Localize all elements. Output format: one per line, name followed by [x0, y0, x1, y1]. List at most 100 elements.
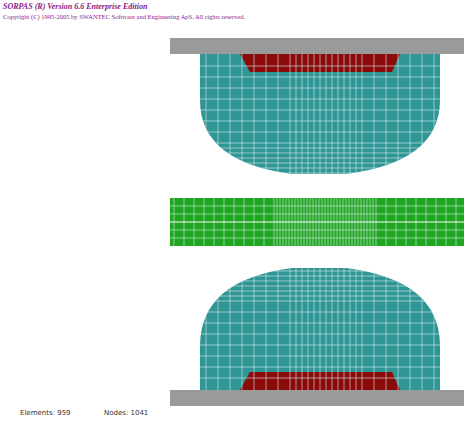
mesh-line: [170, 173, 464, 174]
mesh: [170, 198, 464, 246]
mesh-line: [304, 198, 305, 246]
mesh-line: [322, 198, 323, 246]
mesh-line: [277, 198, 278, 246]
mesh-line: [325, 198, 326, 246]
mesh-line: [326, 266, 327, 390]
mesh: [170, 266, 464, 390]
mesh-line: [170, 132, 464, 133]
mesh-line: [313, 198, 314, 246]
mesh-line: [170, 148, 464, 149]
mesh-line: [170, 312, 464, 313]
mesh-line: [298, 198, 299, 246]
mesh-line: [170, 143, 464, 144]
mesh-line: [374, 266, 375, 390]
mesh-line: [230, 266, 231, 390]
mesh-line: [170, 276, 464, 277]
mesh-line: [218, 266, 219, 390]
mesh-line: [170, 163, 464, 164]
mesh-line: [170, 271, 464, 272]
mesh-line: [352, 198, 353, 246]
mesh-line: [242, 266, 243, 390]
mesh-line: [184, 198, 185, 246]
mesh-line: [364, 198, 365, 246]
title: SORPAS (R) Version 6.6 Enterprise Editio…: [3, 3, 147, 12]
mesh-line: [170, 110, 464, 111]
mesh-line: [376, 198, 377, 246]
mesh-line: [234, 198, 235, 246]
mesh-line: [254, 266, 255, 390]
mesh-line: [302, 266, 303, 390]
mesh-line: [343, 198, 344, 246]
mesh-line: [386, 198, 387, 246]
mesh-line: [170, 99, 464, 100]
mesh-line: [170, 238, 464, 239]
mesh-line: [224, 198, 225, 246]
mesh-line: [194, 198, 195, 246]
mesh-line: [334, 198, 335, 246]
mesh-line: [434, 54, 435, 176]
mesh-line: [456, 198, 457, 246]
mesh-line: [410, 54, 411, 176]
mesh-line: [206, 54, 207, 176]
mesh-line: [367, 198, 368, 246]
mesh-line: [170, 88, 464, 89]
mesh-line: [206, 266, 207, 390]
mesh-line: [416, 198, 417, 246]
mesh-line: [308, 266, 309, 390]
mesh-line: [170, 66, 464, 67]
mesh-line: [344, 266, 345, 390]
mesh-line: [170, 334, 464, 335]
mesh-line: [170, 301, 464, 302]
mesh-line: [358, 198, 359, 246]
mesh-line: [230, 54, 231, 176]
mesh-line: [254, 198, 255, 246]
mesh-line: [283, 198, 284, 246]
mesh-line: [361, 198, 362, 246]
mesh-line: [396, 198, 397, 246]
mesh-line: [266, 266, 267, 390]
mesh-line: [286, 198, 287, 246]
mesh-line: [349, 198, 350, 246]
mesh-line: [350, 266, 351, 390]
mesh-line: [170, 206, 464, 207]
mesh-line: [170, 214, 464, 215]
mesh-line: [170, 281, 464, 282]
mesh-line: [170, 230, 464, 231]
mesh-line: [301, 198, 302, 246]
element-count: Elements: 959: [20, 410, 71, 418]
mesh-line: [362, 266, 363, 390]
mesh-line: [170, 323, 464, 324]
mesh-line: [280, 198, 281, 246]
mesh-line: [446, 198, 447, 246]
mesh-line: [307, 198, 308, 246]
mesh-line: [170, 296, 464, 297]
mesh-line: [340, 198, 341, 246]
mesh-line: [332, 266, 333, 390]
mesh-line: [355, 198, 356, 246]
mesh-line: [338, 266, 339, 390]
mesh-line: [386, 266, 387, 390]
mesh-line: [434, 266, 435, 390]
mesh-line: [422, 266, 423, 390]
mesh-line: [170, 77, 464, 78]
mesh-line: [356, 266, 357, 390]
mesh-line: [406, 198, 407, 246]
mesh-line: [174, 198, 175, 246]
mesh-line: [170, 367, 464, 368]
mesh-line: [170, 286, 464, 287]
mesh-line: [316, 198, 317, 246]
mesh-line: [331, 198, 332, 246]
copyright-note: Copyright (C) 1995-2005 by SWANTEC Softw…: [3, 13, 245, 20]
mesh-line: [320, 266, 321, 390]
mesh-line: [314, 266, 315, 390]
mesh-line: [264, 198, 265, 246]
mesh-line: [170, 168, 464, 169]
mesh-line: [422, 54, 423, 176]
mesh-line: [289, 198, 290, 246]
mesh-line: [310, 198, 311, 246]
mesh-line: [436, 198, 437, 246]
mesh-line: [346, 198, 347, 246]
mesh-line: [170, 356, 464, 357]
mesh-line: [214, 198, 215, 246]
